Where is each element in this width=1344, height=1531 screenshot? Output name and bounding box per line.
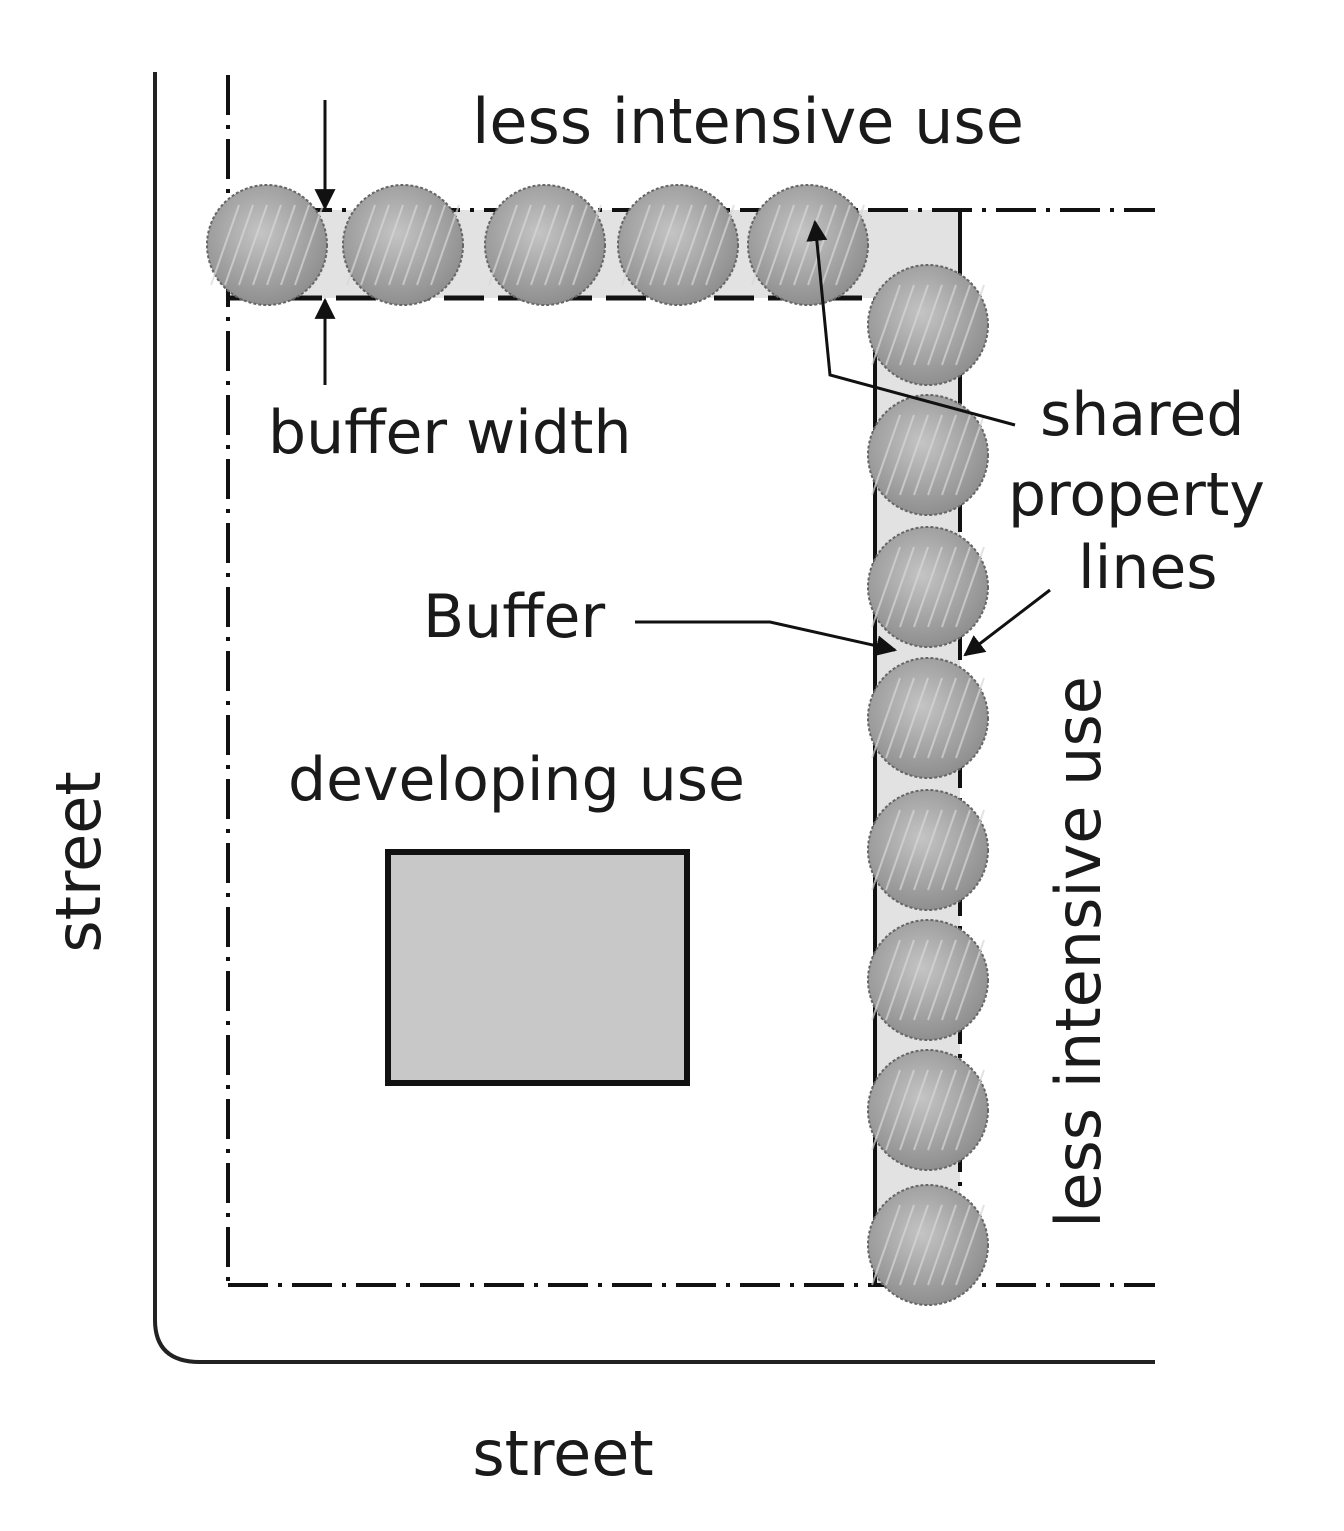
tree-icon [342,184,464,306]
label-property: property [1008,460,1265,530]
tree-icon [867,919,989,1041]
label-right-use: less intensive use [1042,676,1115,1228]
label-street-left: street [42,771,115,952]
label-street-bottom: street [472,1417,653,1490]
label-lines: lines [1078,533,1218,603]
shared-line-arrow-right [963,588,1051,657]
label-buffer: Buffer [423,582,605,652]
tree-icon [867,526,989,648]
building [385,849,690,1086]
tree-icon [867,394,989,516]
tree-icon [484,184,606,306]
tree-icon [867,657,989,779]
tree-icon [867,789,989,911]
tree-icon [747,184,869,306]
shared-line-arrow-top [806,219,1016,427]
street-curb-line [153,72,1155,1364]
tree-icon [867,1184,989,1306]
label-buffer-width: buffer width [268,398,632,468]
tree-icon [867,1049,989,1171]
tree-icon [867,264,989,386]
tree-row [206,184,989,1306]
label-developing-use: developing use [288,745,745,815]
label-shared: shared [1040,380,1244,450]
buffer-arrow [635,620,898,657]
label-top-use: less intensive use [472,85,1024,158]
tree-icon [206,184,328,306]
tree-icon [617,184,739,306]
